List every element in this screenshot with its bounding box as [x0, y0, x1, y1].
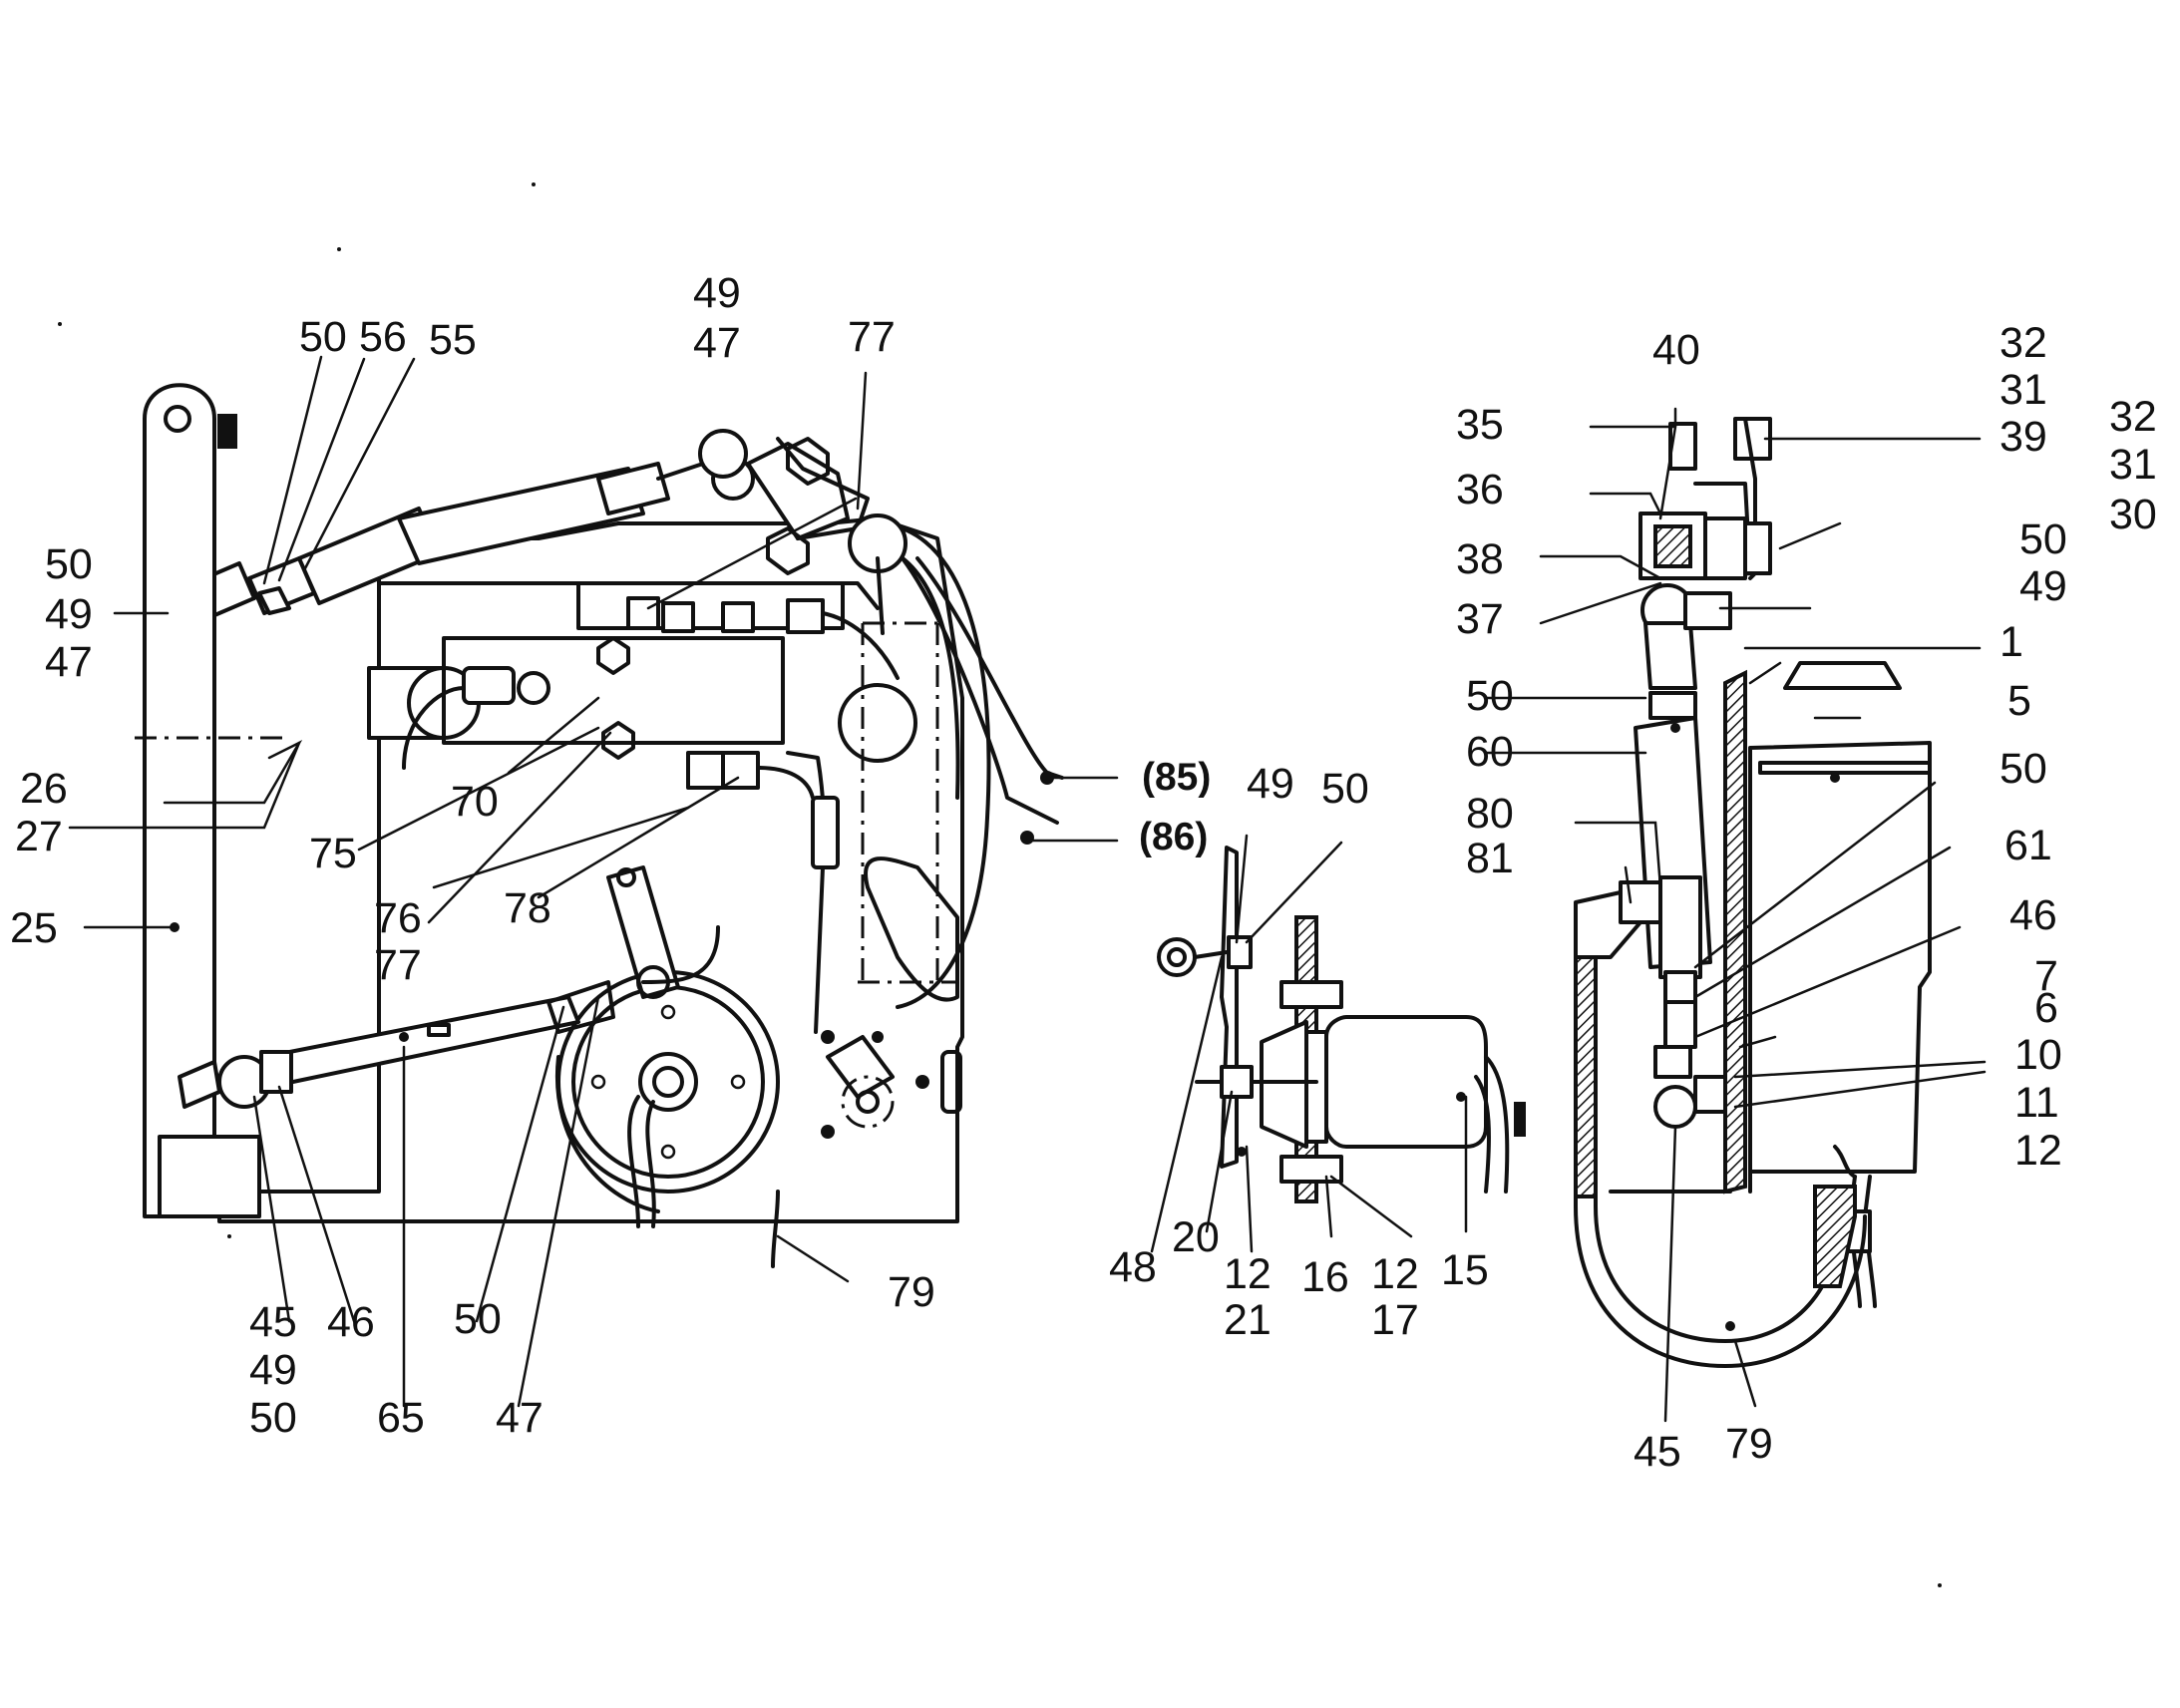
label-46-b: 46 [2009, 891, 2057, 939]
label-36: 36 [1456, 466, 1504, 513]
middle-leaders [1150, 834, 1468, 1253]
right-assembly [1574, 417, 1932, 1368]
motor-disk-mid [571, 985, 765, 1179]
label-11: 11 [2014, 1079, 2059, 1127]
label-50-a: 50 [299, 313, 347, 361]
label-80: 80 [1466, 790, 1514, 838]
part-labels: 50 56 55 49 47 77 50 49 47 26 27 25 70 7… [10, 269, 2157, 1476]
label-49-c: 49 [249, 1346, 297, 1394]
label-49-d: 49 [1247, 760, 1294, 808]
label-40: 40 [1652, 326, 1700, 374]
label-77-a: 77 [848, 313, 896, 361]
label-86: (86) [1139, 816, 1208, 858]
label-81: 81 [1466, 835, 1514, 882]
label-49-a: 49 [693, 269, 741, 317]
label-32-a: 32 [1999, 319, 2047, 367]
label-17: 17 [1371, 1296, 1419, 1344]
left-leaders [68, 355, 1677, 1408]
label-12-b: 12 [1371, 1250, 1419, 1298]
label-25: 25 [10, 904, 58, 952]
label-50-d: 50 [454, 1295, 502, 1343]
label-50-b: 50 [45, 540, 93, 588]
label-49-e: 49 [2019, 562, 2067, 610]
label-85: (85) [1142, 756, 1211, 799]
label-26: 26 [20, 765, 68, 813]
label-65: 65 [377, 1394, 425, 1442]
label-78: 78 [504, 884, 551, 932]
label-12-c: 12 [2014, 1127, 2062, 1175]
label-79-a: 79 [888, 1268, 935, 1316]
label-61: 61 [2004, 822, 2052, 869]
label-46-a: 46 [327, 1298, 375, 1346]
label-48: 48 [1109, 1243, 1157, 1291]
label-31-b: 31 [2109, 441, 2157, 489]
label-15: 15 [1441, 1246, 1489, 1294]
label-31-a: 31 [1999, 366, 2047, 414]
label-7: 7 [2034, 952, 2058, 1000]
label-50-e: 50 [1321, 765, 1369, 813]
label-77-b: 77 [374, 941, 422, 989]
label-10: 10 [2014, 1031, 2062, 1079]
label-47-b: 47 [45, 638, 93, 686]
label-55: 55 [429, 316, 477, 364]
label-38: 38 [1456, 535, 1504, 583]
label-27: 27 [15, 813, 63, 860]
label-50-f: 50 [2019, 515, 2067, 563]
label-47-a: 47 [693, 319, 741, 367]
right-leaders [1484, 425, 1987, 1423]
label-70: 70 [451, 778, 499, 826]
label-45-b: 45 [1634, 1428, 1681, 1476]
label-60: 60 [1466, 728, 1514, 776]
housing-arc [866, 520, 991, 1009]
label-21: 21 [1224, 1296, 1272, 1344]
label-35: 35 [1456, 401, 1504, 449]
left-assembly [135, 383, 1064, 1268]
label-32-b: 32 [2109, 393, 2157, 441]
label-20: 20 [1172, 1213, 1220, 1261]
label-6: 6 [2034, 984, 2058, 1032]
label-37: 37 [1456, 595, 1504, 643]
label-39: 39 [1999, 413, 2047, 461]
label-30: 30 [2109, 491, 2157, 538]
label-45-a: 45 [249, 1298, 297, 1346]
label-50-c: 50 [249, 1394, 297, 1442]
label-79-b: 79 [1725, 1420, 1773, 1468]
label-50-g: 50 [1466, 672, 1514, 720]
motor-hub-inner [652, 1066, 684, 1098]
label-47-c: 47 [496, 1394, 544, 1442]
label-75: 75 [309, 830, 357, 877]
label-12-a: 12 [1224, 1250, 1272, 1298]
label-56: 56 [359, 313, 407, 361]
middle-assembly [1157, 846, 1526, 1203]
label-50-h: 50 [1999, 745, 2047, 793]
motor-hub [638, 1052, 698, 1112]
label-5: 5 [2007, 677, 2031, 725]
label-76: 76 [374, 894, 422, 942]
label-1: 1 [1999, 618, 2023, 666]
label-16: 16 [1301, 1253, 1349, 1301]
label-49-b: 49 [45, 590, 93, 638]
